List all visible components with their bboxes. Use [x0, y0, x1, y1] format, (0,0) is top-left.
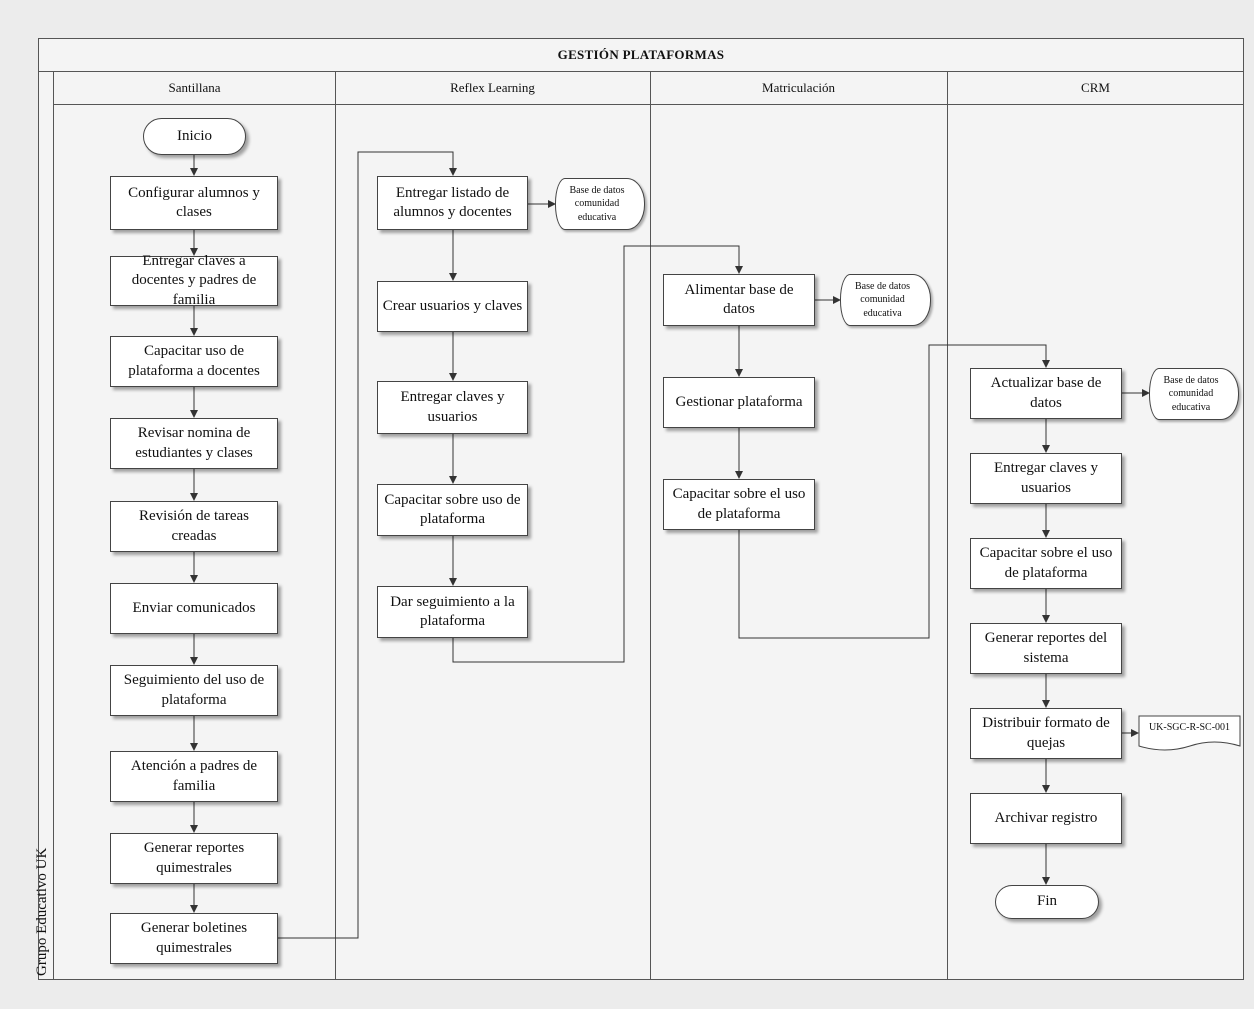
lane-header-reflex-learning: Reflex Learning	[335, 72, 650, 105]
database-crm: Base de datos comunidad educativa	[1149, 368, 1239, 420]
step-gestionar-plataforma: Gestionar plataforma	[663, 377, 815, 428]
step-capacitar-uso: Capacitar sobre uso de plataforma	[377, 484, 528, 536]
step-dar-seguimiento: Dar seguimiento a la plataforma	[377, 586, 528, 638]
step-entregar-claves-usuarios: Entregar claves y usuarios	[377, 381, 528, 434]
step-boletines-quimestrales: Generar boletines quimestrales	[110, 913, 278, 964]
step-atencion-padres: Atención a padres de familia	[110, 751, 278, 802]
start-terminator: Inicio	[143, 118, 246, 155]
pool-side-band: Grupo Educativo UK	[34, 72, 54, 980]
step-entregar-claves-docentes: Entregar claves a docentes y padres de f…	[110, 253, 278, 308]
step-revisar-nomina: Revisar nomina de estudiantes y clases	[110, 418, 278, 469]
step-actualizar-base: Actualizar base de datos	[970, 368, 1122, 419]
database-reflex: Base de datos comunidad educativa	[555, 178, 645, 230]
lane-header-crm: CRM	[947, 72, 1244, 105]
step-enviar-comunicados: Enviar comunicados	[110, 583, 278, 634]
lane-header-santillana: Santillana	[54, 72, 335, 105]
lane-header-matriculacion: Matriculación	[650, 72, 947, 105]
database-matriculacion: Base de datos comunidad educativa	[840, 274, 931, 326]
step-entregar-listado: Entregar listado de alumnos y docentes	[377, 176, 528, 230]
step-capacitar-crm: Capacitar sobre el uso de plataforma	[970, 538, 1122, 589]
step-revision-tareas: Revisión de tareas creadas	[110, 501, 278, 552]
lane-divider	[335, 72, 336, 980]
step-distribuir-formato-quejas: Distribuir formato de quejas	[970, 708, 1122, 759]
pool-title: GESTIÓN PLATAFORMAS	[38, 38, 1244, 72]
step-reportes-quimestrales: Generar reportes quimestrales	[110, 833, 278, 884]
document-shape	[1138, 715, 1241, 751]
step-capacitar-docentes: Capacitar uso de plataforma a docentes	[110, 336, 278, 387]
document-label: UK-SGC-R-SC-001	[1148, 722, 1231, 733]
step-entregar-claves-crm: Entregar claves y usuarios	[970, 453, 1122, 504]
step-seguimiento-uso: Seguimiento del uso de plataforma	[110, 665, 278, 716]
step-capacitar-sobre-uso: Capacitar sobre el uso de plataforma	[663, 479, 815, 530]
lane-divider	[650, 72, 651, 980]
end-terminator: Fin	[995, 885, 1099, 919]
lane-divider	[947, 72, 948, 980]
step-alimentar-base: Alimentar base de datos	[663, 274, 815, 326]
step-archivar-registro: Archivar registro	[970, 793, 1122, 844]
step-generar-reportes-sistema: Generar reportes del sistema	[970, 623, 1122, 674]
step-crear-usuarios: Crear usuarios y claves	[377, 281, 528, 332]
step-configurar-alumnos: Configurar alumnos y clases	[110, 176, 278, 230]
